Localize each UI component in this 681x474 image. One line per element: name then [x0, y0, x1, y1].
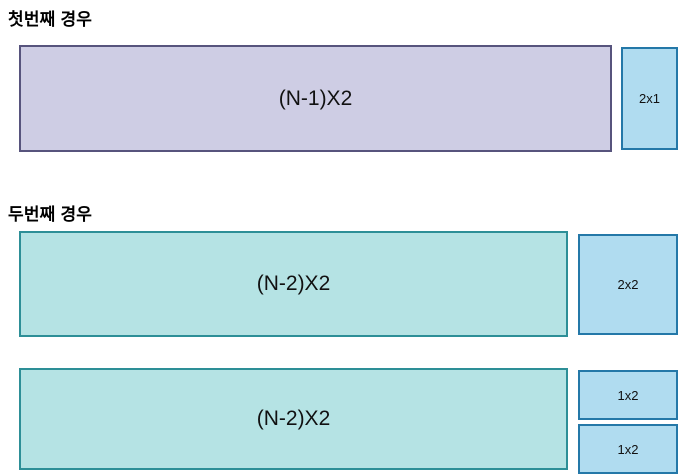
case2-tile-2x2-label: 2x2 — [617, 277, 639, 292]
case2-tile-1x2-top: 1x2 — [578, 370, 678, 420]
case2-row2-main-block: (N-2)X2 — [19, 368, 568, 470]
case2-tile-1x2-bottom-label: 1x2 — [617, 441, 639, 457]
case2-row2-main-block-label: (N-2)X2 — [256, 407, 331, 430]
case1-tile-2x1-label: 2x1 — [639, 91, 660, 106]
case1-main-block: (N-1)X2 — [19, 45, 612, 152]
case2-tile-2x2: 2x2 — [578, 234, 678, 335]
case2-tile-1x2-bottom: 1x2 — [578, 424, 678, 474]
case2-tile-1x2-top-label: 1x2 — [617, 387, 639, 403]
case1-tile-2x1: 2x1 — [621, 47, 678, 150]
case2-row1-main-block-label: (N-2)X2 — [256, 272, 331, 295]
case1-main-block-label: (N-1)X2 — [278, 86, 353, 110]
case2-heading: 두번째 경우 — [8, 205, 93, 224]
case2-row1-main-block: (N-2)X2 — [19, 231, 568, 337]
case1-heading: 첫번째 경우 — [8, 10, 93, 29]
